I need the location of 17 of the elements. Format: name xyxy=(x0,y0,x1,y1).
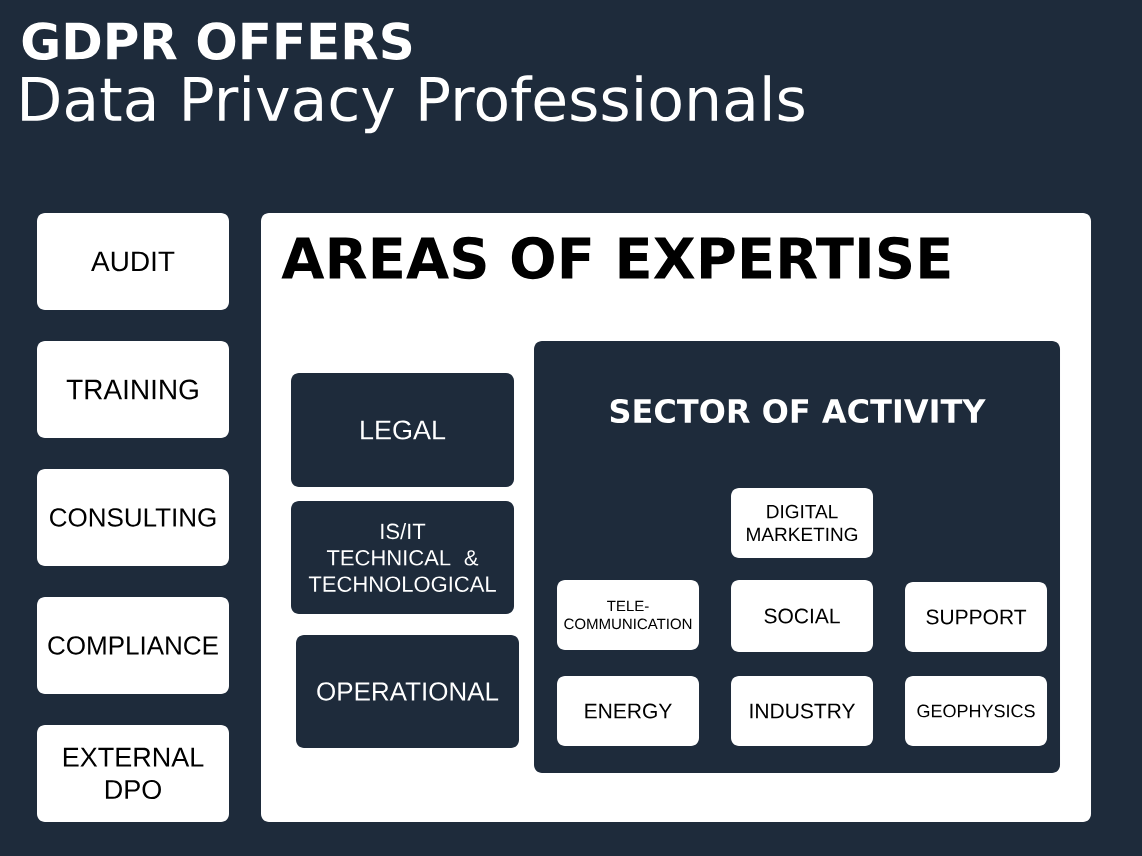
label-box: SOCIAL xyxy=(731,580,873,652)
label-box: ENERGY xyxy=(557,676,699,746)
label-box: AUDIT xyxy=(37,213,229,310)
label-box: SUPPORT xyxy=(905,582,1047,652)
title: GDPR OFFERS xyxy=(22,22,412,60)
label-box: TELE- COMMUNICATION xyxy=(557,580,699,650)
label-box: INDUSTRY xyxy=(731,676,873,746)
label-box: OPERATIONAL xyxy=(296,635,519,748)
label-box: IS/IT TECHNICAL & TECHNOLOGICAL xyxy=(291,501,514,614)
label-box: GEOPHYSICS xyxy=(905,676,1047,746)
label-box: TRAINING xyxy=(37,341,229,438)
label-box: LEGAL xyxy=(291,373,514,487)
subtitle: Data Privacy Professionals xyxy=(22,75,804,134)
label-box: EXTERNAL DPO xyxy=(37,725,229,822)
label-box: DIGITAL MARKETING xyxy=(731,488,873,558)
label-box: COMPLIANCE xyxy=(37,597,229,694)
label-box: CONSULTING xyxy=(37,469,229,566)
